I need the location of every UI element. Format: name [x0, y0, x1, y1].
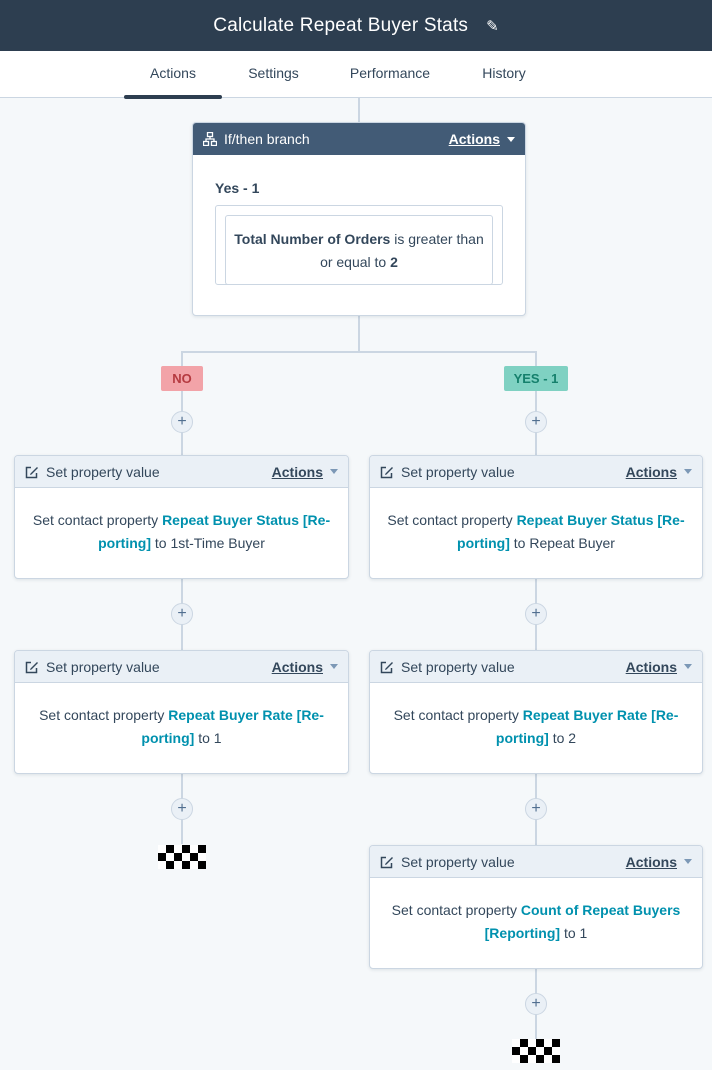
caret-down-icon	[507, 136, 515, 142]
property-value: 2	[568, 730, 577, 746]
actions-dropdown[interactable]: Actions	[626, 854, 692, 870]
set-property-card[interactable]: Set property value Actions Set contact p…	[369, 650, 703, 774]
edit-icon	[25, 660, 41, 674]
add-action-button[interactable]: +	[525, 993, 547, 1015]
action-prefix: Set contact property	[32, 512, 159, 528]
action-card-header: Set property value Actions	[370, 846, 702, 878]
pencil-icon[interactable]: ✎	[486, 17, 499, 35]
actions-dropdown[interactable]: Actions	[272, 659, 338, 675]
action-card-header: Set property value Actions	[15, 456, 348, 488]
finish-flag-icon	[158, 845, 206, 869]
branch-icon	[203, 132, 219, 146]
action-to: to	[198, 730, 210, 746]
action-to: to	[563, 925, 576, 941]
tab-performance[interactable]: Performance	[349, 65, 431, 81]
edit-icon	[380, 465, 396, 479]
edit-icon	[25, 465, 41, 479]
add-action-button[interactable]: +	[525, 798, 547, 820]
action-description: Set contact property Repeat Buyer Rate […	[370, 683, 702, 771]
tab-bar: Actions Settings Performance History	[0, 51, 712, 99]
property-link[interactable]: Repeat Buyer Status [Re-porting]	[98, 512, 331, 551]
criteria-group: Total Number of Orders is greater than o…	[215, 205, 503, 285]
property-link[interactable]: Repeat Buyer Rate [Re-porting]	[141, 707, 324, 746]
set-property-card[interactable]: Set property value Actions Set contact p…	[369, 455, 703, 579]
criteria-operator: is greater than or equal to	[320, 231, 484, 270]
caret-down-icon	[684, 664, 692, 669]
set-property-card[interactable]: Set property value Actions Set contact p…	[14, 455, 349, 579]
branch-card-header: If/then branch Actions	[193, 123, 525, 155]
connector-line	[358, 316, 360, 352]
add-action-button[interactable]: +	[525, 603, 547, 625]
action-prefix: Set contact property	[391, 902, 517, 918]
actions-dropdown[interactable]: Actions	[626, 464, 692, 480]
connector-line	[181, 351, 537, 353]
finish-flag-icon	[512, 1039, 560, 1063]
set-property-card[interactable]: Set property value Actions Set contact p…	[14, 650, 349, 774]
action-description: Set contact property Repeat Buyer Status…	[370, 488, 702, 576]
action-card-header: Set property value Actions	[15, 651, 348, 683]
caret-down-icon	[684, 469, 692, 474]
action-card-title: Set property value	[46, 463, 160, 480]
action-prefix: Set contact property	[387, 512, 513, 528]
action-card-title: Set property value	[401, 463, 515, 480]
action-card-title: Set property value	[401, 658, 515, 675]
action-prefix: Set contact property	[393, 707, 519, 723]
criteria-property: Total Number of Orders	[234, 231, 391, 247]
property-value: 1	[579, 925, 588, 941]
action-description: Set contact property Repeat Buyer Status…	[15, 488, 348, 576]
action-to: to	[154, 535, 167, 551]
caret-down-icon	[330, 469, 338, 474]
actions-label: Actions	[625, 853, 677, 870]
property-link[interactable]: Repeat Buyer Status [Re-porting]	[457, 512, 685, 551]
branch-title: If/then branch	[224, 131, 310, 147]
action-to: to	[513, 535, 526, 551]
action-to: to	[552, 730, 565, 746]
tab-history[interactable]: History	[482, 65, 526, 81]
edit-icon	[380, 855, 396, 869]
workflow-title: Calculate Repeat Buyer Stats	[213, 14, 469, 36]
connector-line	[358, 98, 360, 122]
add-action-button[interactable]: +	[525, 411, 547, 433]
property-link[interactable]: Count of Repeat Buyers [Reporting]	[484, 902, 681, 941]
yes-branch-tag: YES - 1	[504, 366, 568, 391]
action-card-title: Set property value	[401, 853, 515, 870]
actions-label: Actions	[271, 658, 323, 675]
actions-dropdown[interactable]: Actions	[626, 659, 692, 675]
if-then-branch-card[interactable]: If/then branch Actions Yes - 1 Total Num…	[192, 122, 526, 316]
property-value: 1st-Time Buyer	[170, 535, 265, 551]
connector-line-no	[181, 351, 183, 844]
property-link[interactable]: Repeat Buyer Rate [Re-porting]	[495, 707, 679, 746]
no-branch-tag: NO	[161, 366, 203, 391]
action-description: Set contact property Count of Repeat Buy…	[370, 878, 702, 966]
property-value: 1	[213, 730, 222, 746]
workflow-header: Calculate Repeat Buyer Stats ✎	[0, 0, 712, 51]
add-action-button[interactable]: +	[171, 798, 193, 820]
action-card-title: Set property value	[46, 658, 160, 675]
branch-actions-dropdown[interactable]: Actions	[449, 131, 515, 147]
actions-dropdown[interactable]: Actions	[272, 464, 338, 480]
edit-icon	[380, 660, 396, 674]
action-card-header: Set property value Actions	[370, 651, 702, 683]
add-action-button[interactable]: +	[171, 603, 193, 625]
add-action-button[interactable]: +	[171, 411, 193, 433]
property-value: Repeat Buyer	[529, 535, 615, 551]
caret-down-icon	[684, 859, 692, 864]
criteria-value: 2	[390, 254, 398, 270]
actions-label: Actions	[625, 658, 677, 675]
actions-label: Actions	[271, 463, 323, 480]
action-card-header: Set property value Actions	[370, 456, 702, 488]
action-description: Set contact property Repeat Buyer Rate […	[15, 683, 348, 771]
criteria-filter[interactable]: Total Number of Orders is greater than o…	[225, 215, 493, 285]
tab-actions[interactable]: Actions	[124, 51, 222, 99]
action-prefix: Set contact property	[39, 707, 165, 723]
branch-condition-label: Yes - 1	[215, 180, 260, 196]
actions-label: Actions	[448, 131, 500, 147]
tab-settings[interactable]: Settings	[248, 65, 299, 81]
actions-label: Actions	[625, 463, 677, 480]
set-property-card[interactable]: Set property value Actions Set contact p…	[369, 845, 703, 969]
caret-down-icon	[330, 664, 338, 669]
